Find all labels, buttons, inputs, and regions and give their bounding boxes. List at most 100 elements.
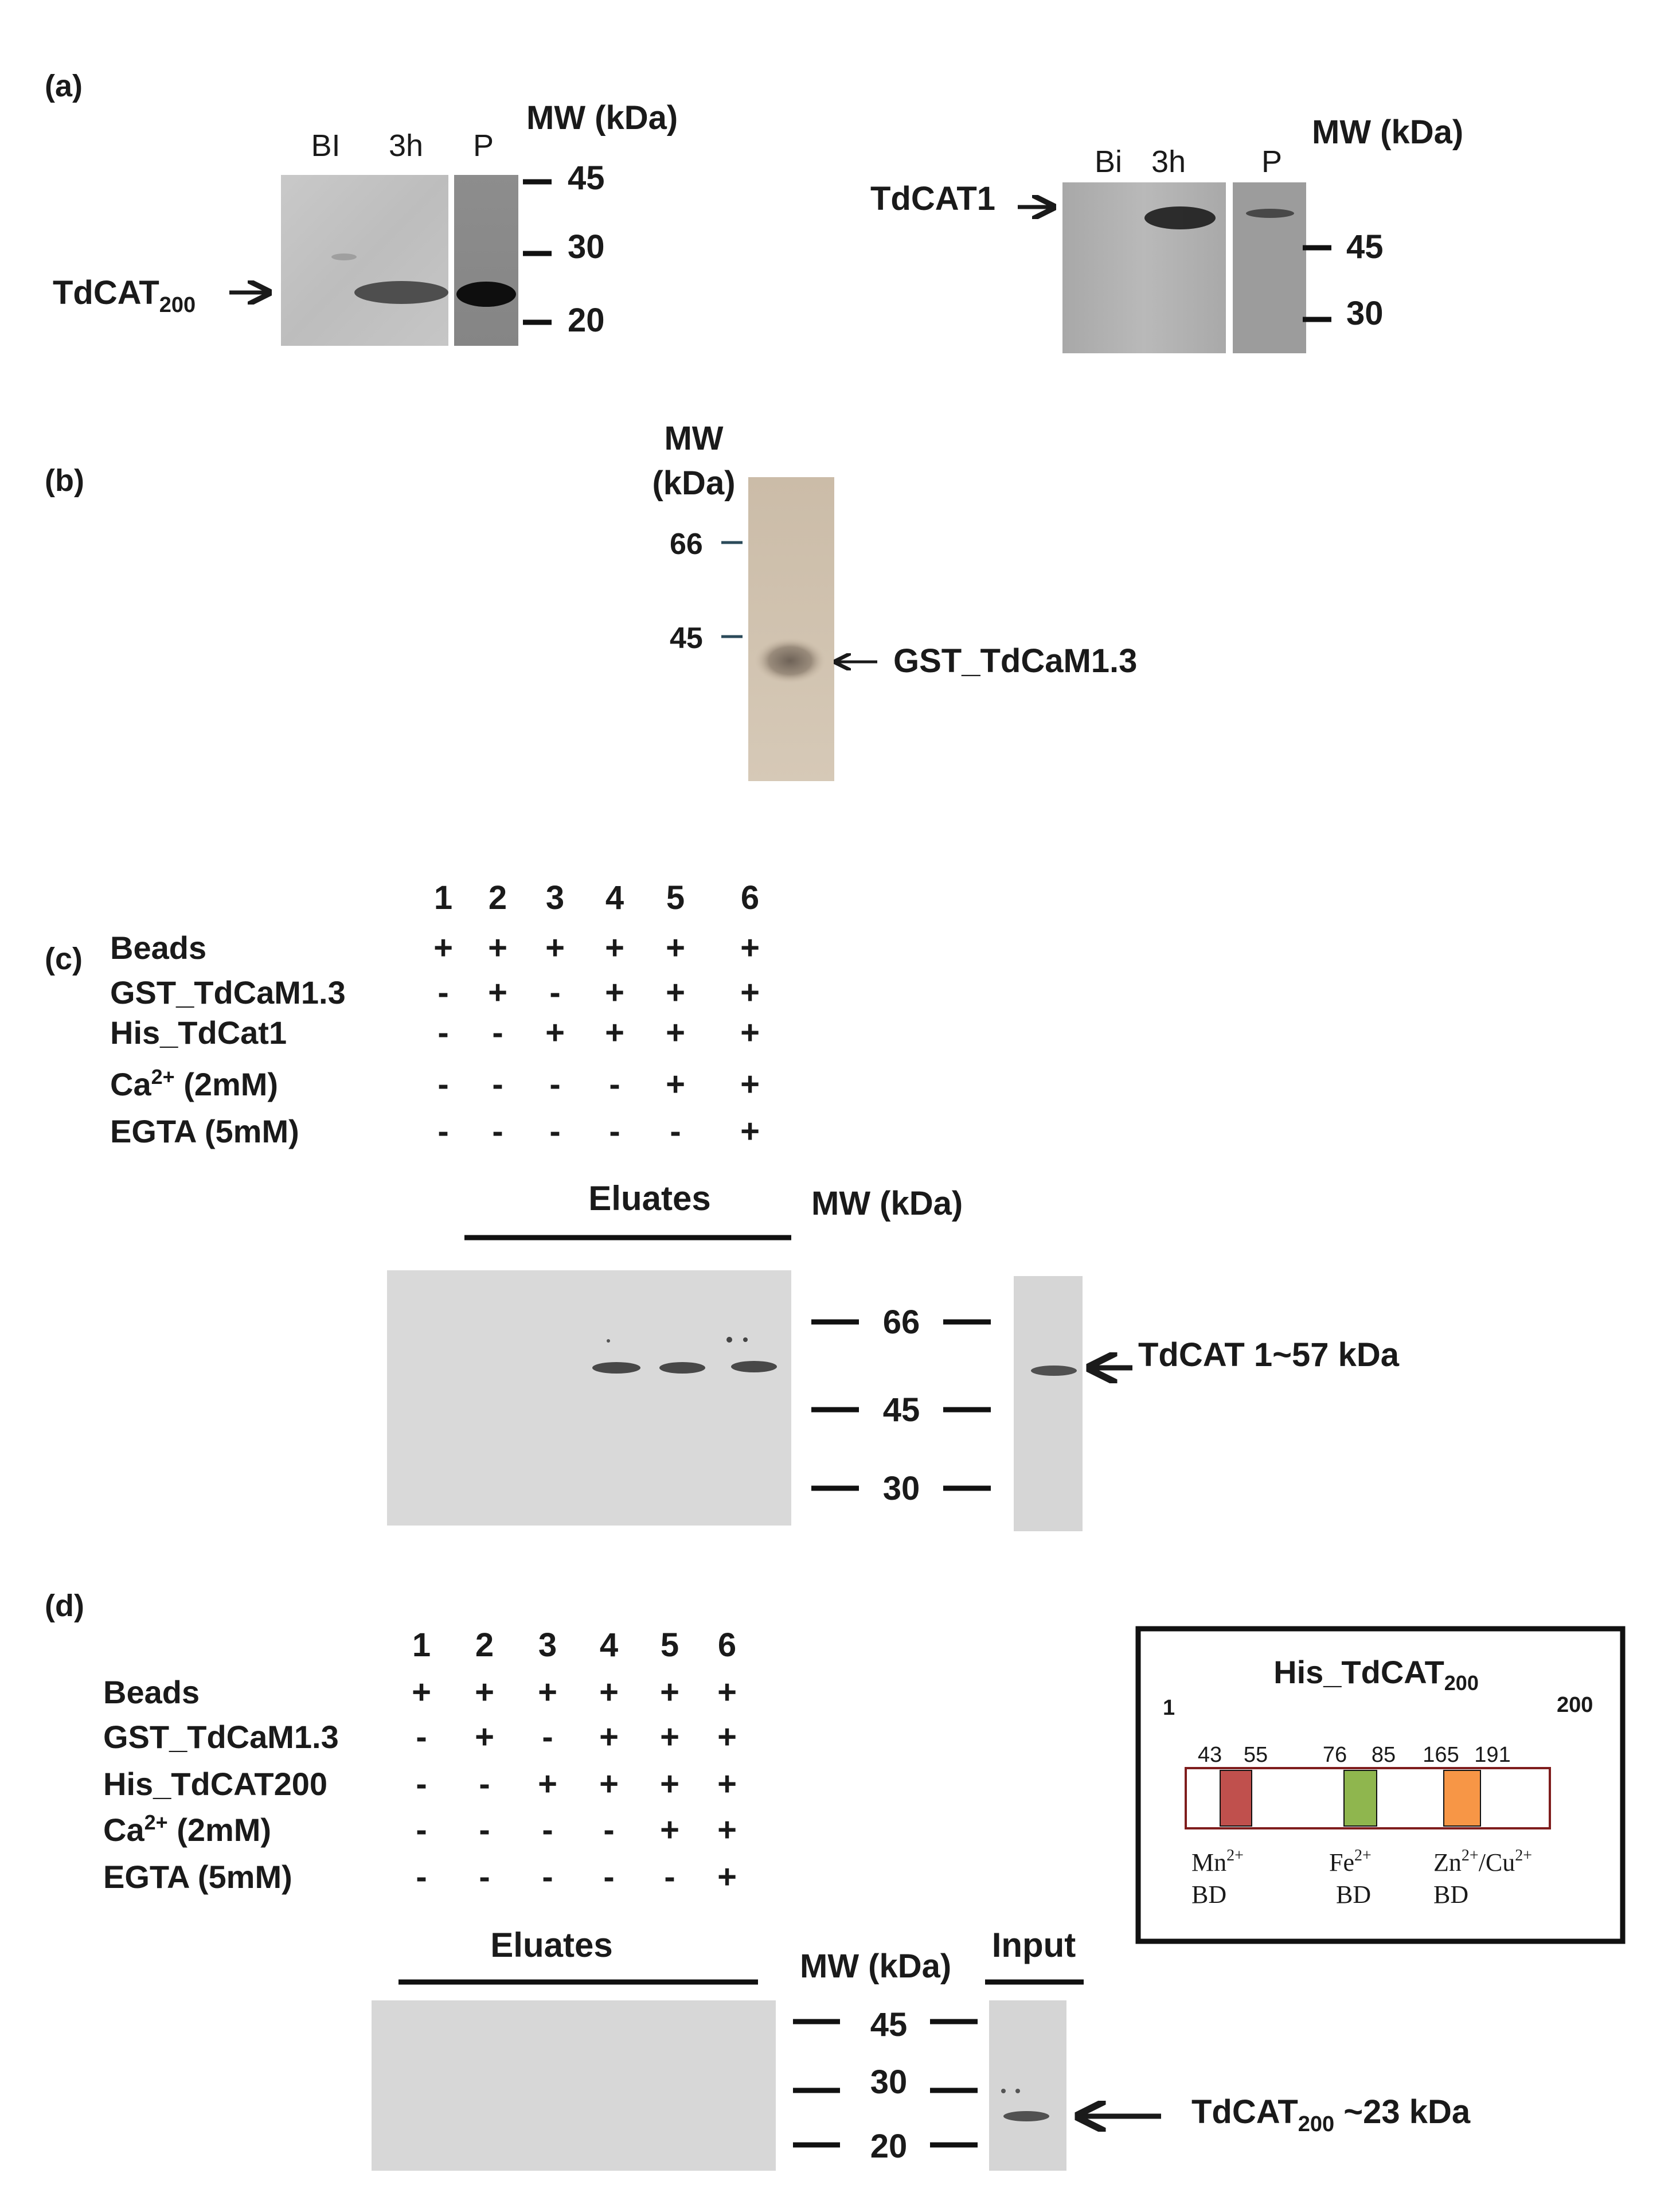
- condition-sign: +: [488, 929, 507, 966]
- domain-map-title-main: His_TdCAT: [1273, 1654, 1444, 1690]
- marker-label: 30: [870, 2063, 908, 2101]
- condition-sign: -: [492, 1113, 503, 1150]
- concentration: (2mM): [175, 1066, 278, 1102]
- domain-ion-label: Zn2+/Cu2+: [1433, 1847, 1532, 1877]
- condition-sign: -: [542, 1718, 553, 1755]
- condition-sign: +: [666, 929, 685, 966]
- protein-label: TdCAT1: [870, 180, 995, 217]
- panel-b-blot: MW (kDa) 66 45 GST_TdCaM1.3: [652, 420, 1137, 781]
- domain-map: His_TdCAT200 1 200 43 55 76 85 165 191 M…: [1135, 1626, 1626, 1944]
- speckle: [1001, 2089, 1006, 2093]
- domain-map-title-sub: 200: [1444, 1671, 1479, 1695]
- condition-sign: +: [538, 1673, 557, 1711]
- ion-charge: 2+: [151, 1065, 175, 1089]
- condition-label: His_TdCat1: [110, 1015, 287, 1051]
- domain-start: 76: [1323, 1743, 1347, 1767]
- domain-map-title: His_TdCAT200: [1273, 1654, 1479, 1695]
- gel-image-input: [989, 2000, 1066, 2171]
- condition-sign: +: [599, 1673, 619, 1711]
- condition-sign: -: [603, 1858, 614, 1895]
- condition-sign: +: [740, 974, 760, 1011]
- condition-sign: +: [660, 1811, 679, 1848]
- lane-number: 2: [475, 1626, 494, 1664]
- eluates-label: Eluates: [588, 1179, 710, 1218]
- ion-charge: 2+: [144, 1811, 168, 1834]
- protein-band: [755, 638, 826, 684]
- condition-sign: -: [416, 1811, 427, 1848]
- gel-image: [1062, 182, 1226, 353]
- protein-band: [354, 281, 448, 304]
- condition-sign: -: [549, 1066, 560, 1103]
- condition-sign: -: [479, 1858, 490, 1895]
- condition-sign: +: [599, 1718, 619, 1755]
- ion: Ca: [103, 1812, 144, 1848]
- lane-number: 5: [661, 1626, 679, 1664]
- condition-sign: +: [538, 1765, 557, 1803]
- panel-c-label: (c): [45, 942, 83, 976]
- condition-label: Beads: [103, 1674, 200, 1710]
- domain-end: 85: [1372, 1743, 1396, 1767]
- marker-label: 45: [870, 2006, 908, 2043]
- protein-band: [659, 1362, 705, 1374]
- lane-number: 3: [538, 1626, 557, 1664]
- lane-number: 4: [605, 879, 624, 916]
- lane-number: 4: [600, 1626, 618, 1664]
- fe-binding-domain: [1343, 1770, 1377, 1827]
- domain-end: 55: [1244, 1743, 1268, 1767]
- condition-sign: +: [660, 1718, 679, 1755]
- mn-binding-domain: [1220, 1770, 1252, 1827]
- condition-sign: -: [609, 1113, 620, 1150]
- condition-sign: +: [488, 974, 507, 1011]
- condition-sign: +: [545, 929, 565, 966]
- condition-sign: +: [717, 1858, 737, 1895]
- lane-label: P: [473, 128, 494, 163]
- ion-charge: 2+: [1226, 1847, 1244, 1864]
- ion-separator: /: [1479, 1848, 1486, 1877]
- condition-sign: -: [479, 1765, 490, 1803]
- marker-label: 20: [568, 302, 605, 339]
- condition-label: GST_TdCaM1.3: [110, 974, 346, 1011]
- condition-sign: +: [605, 1014, 624, 1051]
- eluates-label: Eluates: [490, 1926, 612, 1964]
- band-subscript: 200: [1298, 2112, 1334, 2136]
- condition-label: EGTA (5mM): [103, 1859, 292, 1895]
- condition-sign: -: [609, 1066, 620, 1103]
- lane-number: 5: [666, 879, 685, 916]
- marker-label: 45: [883, 1391, 920, 1429]
- condition-sign: -: [664, 1858, 675, 1895]
- domain-start: 165: [1423, 1743, 1459, 1767]
- condition-sign: +: [666, 1014, 685, 1051]
- lane-label: 3h: [1151, 145, 1186, 179]
- marker-label: 30: [883, 1470, 920, 1507]
- protein-band: [331, 253, 357, 260]
- domain-bd-label: BD: [1336, 1881, 1371, 1909]
- marker-label: 66: [883, 1304, 920, 1341]
- gel-image: [372, 2000, 776, 2171]
- lane-number: 1: [412, 1626, 431, 1664]
- protein-subscript: 200: [159, 293, 196, 317]
- lane-number: 3: [546, 879, 564, 916]
- marker-label: 30: [568, 228, 605, 266]
- lane-label: Bi: [1095, 145, 1122, 179]
- ion: Cu: [1486, 1848, 1515, 1877]
- marker-label: 45: [1346, 228, 1384, 266]
- protein-band: [731, 1361, 777, 1372]
- condition-sign: +: [660, 1765, 679, 1803]
- input-label: Input: [992, 1926, 1076, 1964]
- condition-sign: -: [542, 1811, 553, 1848]
- condition-sign: +: [660, 1673, 679, 1711]
- condition-sign: +: [599, 1765, 619, 1803]
- mw-title: MW (kDa): [526, 99, 678, 136]
- protein-band: [1144, 206, 1216, 229]
- band-label: TdCAT 1~57 kDa: [1138, 1336, 1400, 1374]
- lane-number: 2: [489, 879, 507, 916]
- ion-charge: 2+: [1462, 1847, 1479, 1864]
- lane-label: P: [1261, 145, 1282, 179]
- protein-label: TdCAT200: [53, 274, 196, 317]
- lane-label: 3h: [389, 128, 423, 163]
- gel-image: [281, 175, 448, 346]
- sequence-end: 200: [1557, 1693, 1593, 1717]
- condition-sign: -: [437, 1014, 448, 1051]
